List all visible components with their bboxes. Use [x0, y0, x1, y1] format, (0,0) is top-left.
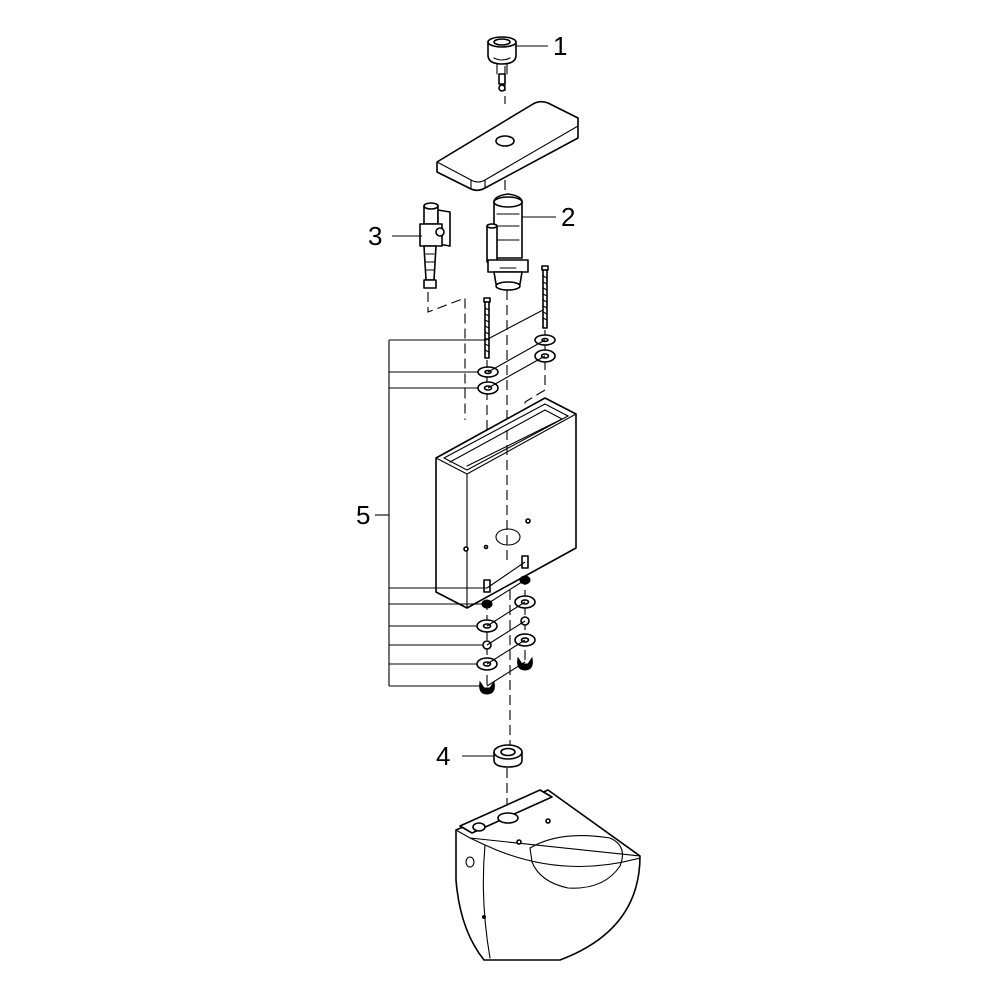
cistern-tank: [435, 397, 577, 609]
toilet-bowl: [455, 789, 641, 961]
flush-valve-part: [486, 193, 529, 291]
leader-lines: [375, 45, 556, 757]
callout-1: 1: [553, 31, 567, 61]
callout-3: 3: [368, 221, 382, 251]
callout-2: 2: [561, 202, 575, 232]
callout-labels: 1 2 3 4 5: [356, 31, 575, 771]
callout-4: 4: [436, 741, 450, 771]
callout-5: 5: [356, 500, 370, 530]
cistern-seal-part: [493, 744, 523, 768]
cistern-lid: [436, 100, 579, 192]
fill-valve-part: [419, 202, 451, 289]
cistern-bolts: [483, 265, 549, 359]
flush-button-part: [487, 36, 517, 92]
